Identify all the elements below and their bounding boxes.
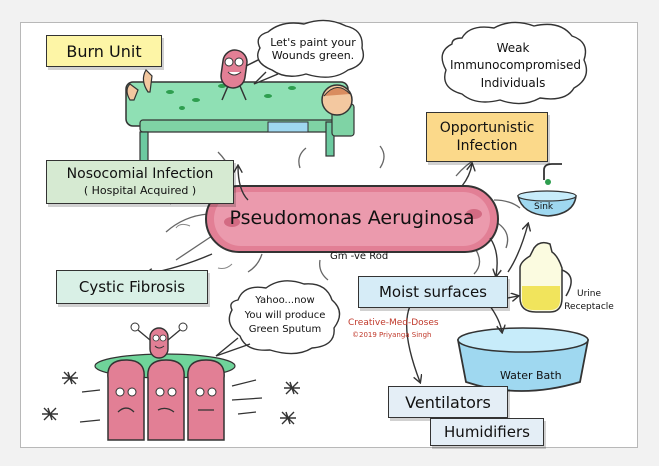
speech-burn-line-1: Let's paint your	[270, 36, 356, 49]
opportunistic-infection-label: Opportunistic Infection	[426, 112, 548, 162]
weak-cloud-line-1: Weak	[496, 41, 530, 55]
urine-receptacle-illustration	[519, 241, 572, 313]
urine-line-1: Urine	[576, 289, 602, 299]
speech-cloud-burn	[253, 19, 365, 85]
urine-receptacle-label: Urine Receptacle	[560, 288, 618, 313]
copyright-text: ©2019 Priyanga Singh	[352, 331, 432, 339]
nosocomial-subtext: ( Hospital Acquired )	[83, 183, 197, 197]
cystic-fibrosis-illustration	[42, 322, 300, 441]
credit-text: Creative-Med-Doses	[348, 318, 439, 328]
moist-surfaces-text: Moist surfaces	[378, 283, 487, 301]
water-bath-illustration	[456, 327, 590, 392]
ventilators-label: Ventilators	[388, 386, 508, 418]
speech-sputum-line-1: Yahoo...now	[255, 295, 315, 306]
humidifiers-label: Humidifiers	[430, 418, 544, 446]
water-bath-label: Water Bath	[500, 369, 562, 382]
ventilators-text: Ventilators	[405, 392, 491, 412]
burn-bed-illustration	[125, 49, 355, 163]
nosocomial-text: Nosocomial Infection	[66, 166, 214, 183]
urine-line-2: Receptacle	[564, 301, 614, 312]
speech-sputum-line-2: You will produce	[244, 309, 326, 321]
speech-cloud-sputum	[215, 280, 341, 357]
weak-cloud-line-2: Immunocompromised	[450, 58, 582, 73]
weak-cloud-line-3: Individuals	[480, 75, 546, 90]
gm-rod-label: Gm -ve Rod	[330, 251, 389, 262]
humidifiers-text: Humidifiers	[444, 423, 530, 441]
nosocomial-infection-label: Nosocomial Infection ( Hospital Acquired…	[46, 160, 234, 204]
sink-illustration	[517, 163, 577, 217]
cystic-fibrosis-label: Cystic Fibrosis	[56, 270, 208, 304]
cloud-weak-individuals	[441, 21, 588, 105]
pseudomonas-title: Pseudomonas Aeruginosa	[229, 207, 475, 229]
speech-burn-line-2: Wounds green.	[271, 49, 355, 63]
cystic-fibrosis-text: Cystic Fibrosis	[78, 278, 186, 296]
opportunistic-line-1: Opportunistic	[439, 119, 535, 136]
weak-cloud-text: Weak Immunocompromised Individuals	[450, 40, 582, 92]
burn-unit-text: Burn Unit	[66, 41, 142, 61]
moist-surfaces-label: Moist surfaces	[358, 276, 508, 308]
speech-sputum-text: Yahoo...now You will produce Green Sputu…	[240, 294, 330, 338]
speech-burn-text: Let's paint your Wounds green.	[266, 36, 360, 62]
speech-sputum-line-3: Green Sputum	[248, 324, 322, 335]
opportunistic-line-2: Infection	[456, 138, 518, 154]
pseudomonas-bacterium	[165, 145, 521, 281]
sink-label: Sink	[534, 202, 554, 212]
burn-unit-label: Burn Unit	[46, 35, 162, 67]
